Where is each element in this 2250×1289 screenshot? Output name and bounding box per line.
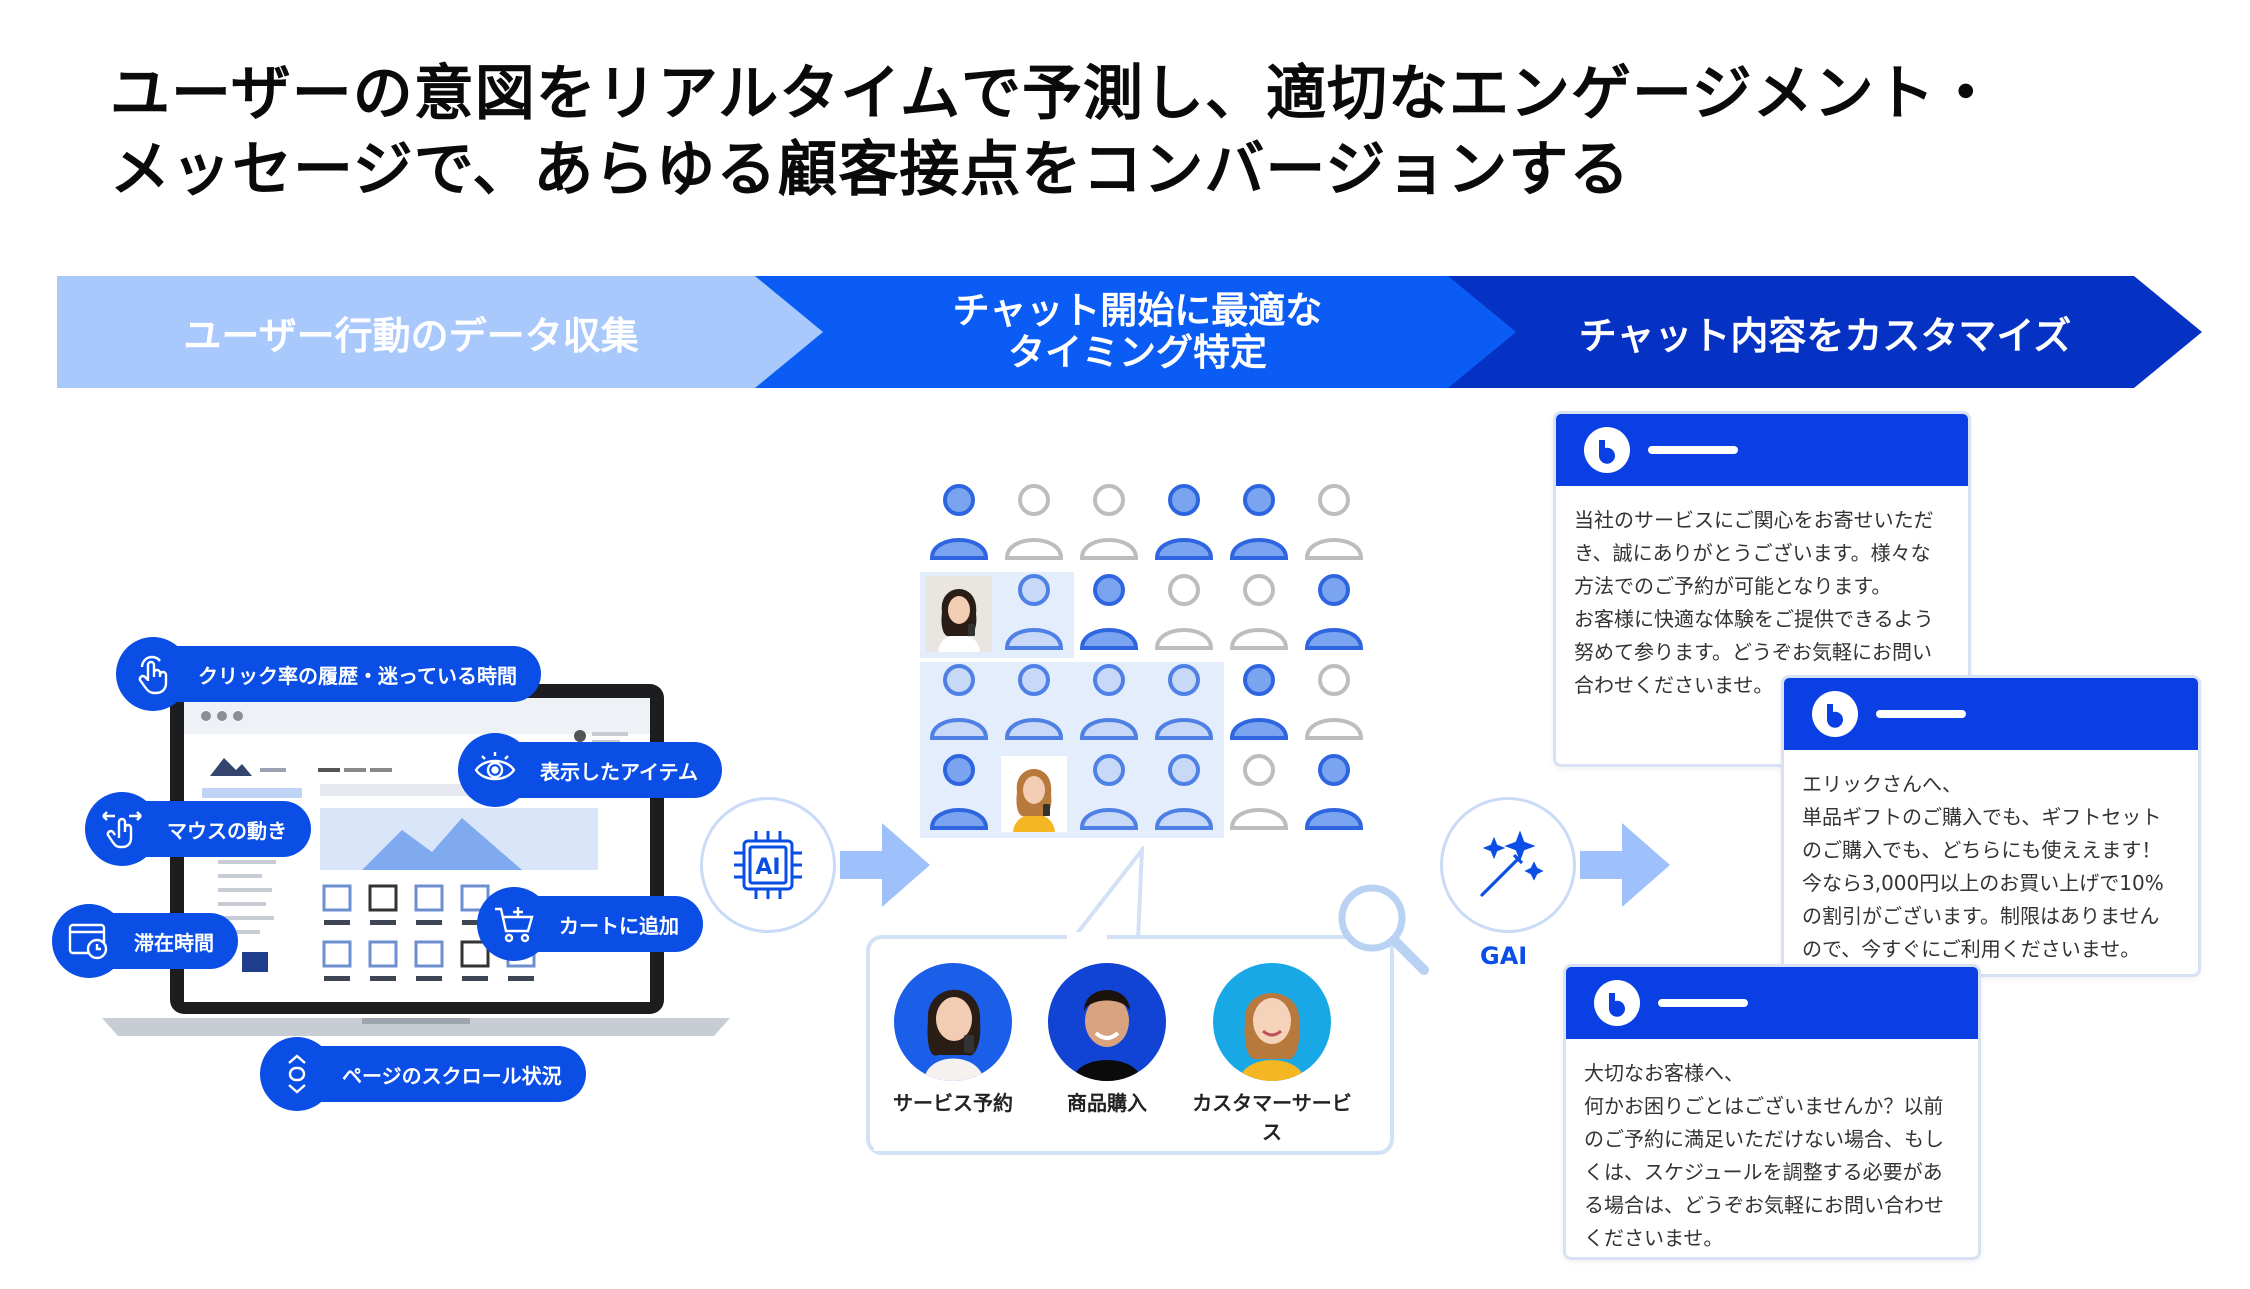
drag-hand-icon	[85, 792, 159, 866]
message-card-support: 大切なお客様へ、 何かお困りごとはございませんか？以前 のご予約に満足いただけな…	[1563, 964, 1981, 1260]
arrow-right-1	[840, 823, 930, 907]
message-card-purchase: エリックさんへ、 単品ギフトのご購入でも、ギフトセット のご購入でも、どちらにも…	[1781, 675, 2201, 977]
behavior-displayed-items-label: 表示したアイテム	[540, 759, 698, 784]
segment-label-product-purchase: 商品購入	[1067, 1091, 1147, 1115]
gai-label: GAI	[1480, 942, 1528, 970]
person-icon	[1229, 484, 1289, 560]
cart-icon	[477, 887, 551, 961]
step-customize: チャット内容をカスタマイズ	[1448, 276, 2202, 388]
customer-photo	[1001, 756, 1067, 832]
person-icon	[1154, 484, 1214, 560]
person-icon	[929, 754, 989, 830]
person-icon	[929, 664, 989, 740]
sender-placeholder-line	[1658, 999, 1748, 1007]
behavior-click-rate-label: クリック率の履歴・迷っている時間	[198, 663, 517, 688]
chat-logo-icon	[1812, 691, 1858, 737]
person-icon	[1154, 754, 1214, 830]
person-icon	[1004, 664, 1064, 740]
person-icon	[929, 484, 989, 560]
customer-photo	[926, 576, 992, 652]
person-icon	[1229, 754, 1289, 830]
message-card-header	[1784, 678, 2198, 750]
behavior-add-cart-label: カートに追加	[559, 913, 679, 938]
behavior-dwell: 滞在時間	[52, 904, 238, 978]
message-text: 大切なお客様へ、 何かお困りごとはございませんか？以前 のご予約に満足いただけな…	[1584, 1061, 1944, 1250]
scroll-icon	[260, 1037, 334, 1111]
person-icon	[1004, 484, 1064, 560]
person-icon	[1229, 664, 1289, 740]
avatar-customer-service	[1213, 963, 1331, 1081]
ai-chip-label: AI	[755, 855, 780, 880]
segment-label-customer-service: カスタマーサービス	[1192, 1091, 1352, 1144]
behavior-scroll: ページのスクロール状況	[260, 1037, 586, 1111]
sender-placeholder-line	[1876, 710, 1966, 718]
person-icon	[1004, 574, 1064, 650]
headline: ユーザーの意図をリアルタイムで予測し、適切なエンゲージメント・ メッセージで、あ…	[110, 56, 1997, 208]
gai-processor	[1440, 797, 1576, 933]
behavior-displayed-items: 表示したアイテム	[458, 733, 722, 807]
person-icon	[1304, 574, 1364, 650]
headline-line-2: メッセージで、あらゆる顧客接点をコンバージョンする	[110, 135, 1631, 205]
message-card-header	[1556, 414, 1968, 486]
person-icon	[1154, 664, 1214, 740]
behavior-add-cart: カートに追加	[477, 887, 703, 961]
sender-placeholder-line	[1648, 446, 1738, 454]
touch-icon	[116, 637, 190, 711]
person-icon	[1079, 484, 1139, 560]
chat-logo-icon	[1594, 980, 1640, 1026]
headline-line-1: ユーザーの意図をリアルタイムで予測し、適切なエンゲージメント・	[110, 59, 1997, 129]
person-icon	[1079, 664, 1139, 740]
step-2-label-line-2: タイミング特定	[1007, 331, 1267, 374]
behavior-scroll-label: ページのスクロール状況	[342, 1063, 562, 1088]
arrow-right-2	[1580, 823, 1670, 907]
magnifier-icon	[1338, 884, 1429, 975]
person-icon	[1154, 574, 1214, 650]
chat-logo-icon	[1584, 427, 1630, 473]
avatar-service-booking	[894, 963, 1012, 1081]
person-icon	[1229, 574, 1289, 650]
behavior-dwell-label: 滞在時間	[134, 930, 214, 955]
behavior-mouse: マウスの動き	[85, 792, 311, 866]
step-3-label: チャット内容をカスタマイズ	[1578, 313, 2072, 358]
segment-label-service-booking: サービス予約	[893, 1091, 1013, 1115]
person-icon	[1304, 664, 1364, 740]
person-icon	[1304, 754, 1364, 830]
person-icon	[1079, 574, 1139, 650]
message-text: 当社のサービスにご関心をお寄せいただ き、誠にありがとうございます。様々な 方法…	[1574, 508, 1934, 697]
step-2-label-line-1: チャット開始に最適な	[952, 289, 1323, 332]
behavior-mouse-label: マウスの動き	[167, 818, 287, 843]
avatar-product-purchase	[1048, 963, 1166, 1081]
laptop-illustration	[102, 684, 730, 1036]
person-icon	[1304, 484, 1364, 560]
person-icon	[1079, 754, 1139, 830]
step-1-label: ユーザー行動のデータ収集	[183, 313, 639, 358]
ai-processor: AI	[700, 797, 836, 933]
bubble-tail-gap	[1067, 932, 1107, 940]
window-clock-icon	[52, 904, 126, 978]
message-text: エリックさんへ、 単品ギフトのご購入でも、ギフトセット のご購入でも、どちらにも…	[1802, 772, 2164, 961]
behavior-click-rate: クリック率の履歴・迷っている時間	[116, 637, 541, 711]
ai-chip-icon: AI	[734, 831, 802, 899]
step-timing: チャット開始に最適な タイミング特定	[755, 276, 1520, 388]
message-card-header	[1566, 967, 1978, 1039]
bubble-tail	[1068, 846, 1145, 942]
magic-wand-icon	[1480, 830, 1544, 897]
eye-icon	[458, 733, 532, 807]
step-data-collection: ユーザー行動のデータ収集	[57, 276, 825, 388]
